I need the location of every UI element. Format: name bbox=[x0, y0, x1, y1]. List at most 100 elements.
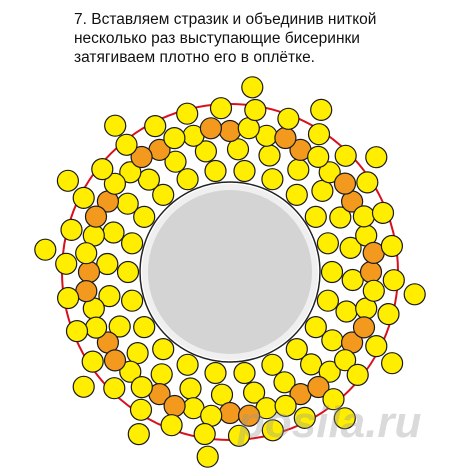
yellow-bead bbox=[115, 133, 138, 156]
yellow-bead bbox=[233, 361, 256, 385]
yellow-bead bbox=[261, 353, 284, 376]
yellow-bead bbox=[133, 316, 156, 339]
yellow-bead bbox=[150, 363, 173, 386]
yellow-bead bbox=[339, 236, 362, 259]
yellow-bead bbox=[179, 377, 202, 400]
yellow-bead bbox=[56, 169, 80, 192]
yellow-bead bbox=[152, 338, 175, 361]
yellow-bead bbox=[322, 388, 345, 411]
orange-bead bbox=[352, 316, 376, 339]
yellow-bead bbox=[210, 383, 234, 406]
yellow-bead bbox=[163, 127, 186, 150]
yellow-bead bbox=[307, 123, 331, 146]
yellow-bead bbox=[127, 423, 150, 446]
yellow-bead bbox=[261, 419, 284, 442]
yellow-bead bbox=[116, 192, 139, 215]
yellow-bead bbox=[121, 289, 144, 312]
yellow-bead bbox=[318, 161, 341, 184]
yellow-bead bbox=[56, 286, 80, 310]
yellow-bead bbox=[365, 335, 388, 358]
yellow-bead bbox=[176, 168, 199, 191]
yellow-bead bbox=[380, 234, 403, 258]
yellow-bead bbox=[304, 316, 327, 339]
yellow-bead bbox=[204, 361, 227, 385]
yellow-bead bbox=[133, 205, 156, 228]
orange-bead bbox=[307, 375, 330, 399]
yellow-bead bbox=[96, 252, 119, 276]
orange-bead bbox=[130, 145, 153, 169]
yellow-bead bbox=[60, 218, 83, 241]
yellow-bead bbox=[334, 144, 357, 167]
yellow-bead bbox=[126, 342, 149, 365]
yellow-bead bbox=[196, 445, 219, 468]
yellow-bead bbox=[371, 201, 395, 224]
orange-bead bbox=[163, 394, 186, 418]
orange-bead bbox=[84, 205, 108, 228]
orange-bead bbox=[103, 349, 127, 372]
orange-bead bbox=[359, 260, 383, 284]
yellow-bead bbox=[243, 381, 266, 404]
yellow-bead bbox=[103, 172, 127, 195]
yellow-bead bbox=[104, 114, 127, 137]
yellow-bead bbox=[193, 422, 216, 446]
orange-bead bbox=[218, 401, 242, 425]
yellow-bead bbox=[274, 394, 297, 417]
yellow-bead bbox=[320, 260, 344, 284]
yellow-bead bbox=[341, 268, 364, 292]
yellow-bead bbox=[329, 206, 352, 229]
yellow-bead bbox=[403, 283, 426, 306]
orange-bead bbox=[238, 404, 261, 427]
yellow-bead bbox=[144, 114, 167, 138]
yellow-bead bbox=[34, 238, 57, 261]
orange-bead bbox=[218, 119, 242, 143]
yellow-bead bbox=[116, 260, 140, 284]
yellow-bead bbox=[365, 146, 388, 169]
yellow-bead bbox=[164, 150, 187, 173]
yellow-bead bbox=[65, 320, 89, 343]
yellow-bead bbox=[98, 285, 121, 308]
yellow-bead bbox=[300, 353, 323, 376]
yellow-bead bbox=[362, 279, 385, 302]
yellow-bead bbox=[310, 98, 333, 122]
bead-layer bbox=[34, 76, 426, 468]
yellow-bead bbox=[261, 168, 284, 191]
yellow-bead bbox=[285, 183, 308, 206]
yellow-bead bbox=[119, 161, 142, 184]
yellow-bead bbox=[130, 376, 153, 399]
orange-bead bbox=[274, 126, 297, 150]
yellow-bead bbox=[334, 349, 357, 372]
yellow-bead bbox=[204, 159, 227, 183]
yellow-bead bbox=[119, 360, 142, 383]
yellow-bead bbox=[152, 183, 175, 206]
yellow-bead bbox=[226, 138, 250, 161]
instruction-line-1: 7. Вставляем стразик и объединив ниткой bbox=[74, 11, 377, 28]
instruction-line-3: затягиваем плотно его в оплётке. bbox=[74, 49, 315, 66]
yellow-bead bbox=[321, 329, 344, 352]
yellow-bead bbox=[121, 232, 144, 255]
yellow-bead bbox=[108, 315, 131, 338]
yellow-bead bbox=[137, 168, 160, 191]
yellow-bead bbox=[209, 97, 233, 120]
yellow-bead bbox=[176, 102, 199, 125]
yellow-bead bbox=[316, 289, 339, 312]
yellow-bead bbox=[285, 338, 308, 361]
rhinestone-layer bbox=[139, 181, 321, 363]
yellow-bead bbox=[91, 158, 114, 181]
yellow-bead bbox=[316, 232, 339, 255]
yellow-bead bbox=[81, 350, 104, 373]
yellow-bead bbox=[176, 353, 199, 376]
instruction-line-2: несколько раз выступающие бисеринки bbox=[74, 30, 360, 47]
yellow-bead bbox=[307, 145, 330, 168]
yellow-bead bbox=[356, 171, 379, 194]
yellow-bead bbox=[160, 414, 183, 437]
yellow-bead bbox=[102, 221, 125, 244]
yellow-bead bbox=[352, 205, 375, 228]
yellow-bead bbox=[382, 269, 405, 292]
yellow-bead bbox=[241, 76, 264, 99]
yellow-bead bbox=[333, 407, 356, 430]
yellow-bead bbox=[311, 179, 334, 202]
orange-bead bbox=[77, 260, 101, 284]
yellow-bead bbox=[346, 363, 369, 386]
orange-bead bbox=[199, 117, 222, 140]
